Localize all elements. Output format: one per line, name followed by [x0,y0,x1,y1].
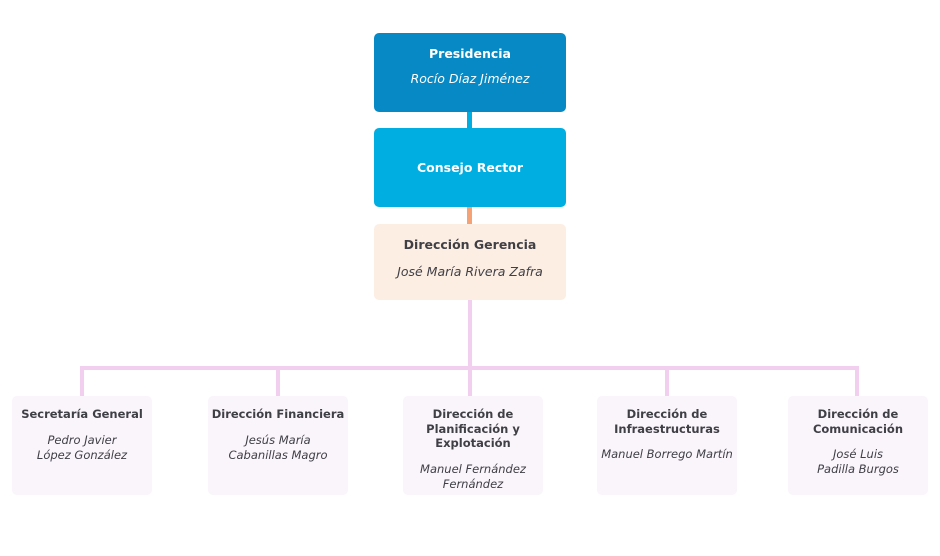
node-presidencia[interactable]: Presidencia Rocío Díaz Jiménez [374,33,566,112]
node-direccion-gerencia-title: Dirección Gerencia [403,237,537,252]
connector-drop-secretaria-general [80,366,84,396]
connector-drop-direccion-infraestructuras [665,366,669,396]
connector-consejo-to-gerencia [467,206,472,225]
node-presidencia-person: Rocío Díaz Jiménez [410,71,530,86]
node-direccion-infraestructuras[interactable]: Dirección de Infraestructuras Manuel Bor… [597,396,737,495]
node-direccion-comunicacion-title: Dirección de Comunicación [812,407,904,436]
node-direccion-infraestructuras-person: Manuel Borrego Martín [601,447,733,462]
node-direccion-financiera-title: Dirección Financiera [211,407,345,421]
node-secretaria-general-person: Pedro Javier López González [36,432,128,462]
node-direccion-financiera-person: Jesús María Cabanillas Magro [228,432,328,462]
node-presidencia-title: Presidencia [429,46,511,61]
node-consejo-rector-title: Consejo Rector [416,159,524,175]
node-direccion-comunicacion[interactable]: Dirección de Comunicación José Luis Padi… [788,396,928,495]
node-secretaria-general[interactable]: Secretaría General Pedro Javier López Go… [12,396,152,495]
node-direccion-gerencia[interactable]: Dirección Gerencia José María Rivera Zaf… [374,224,566,300]
connector-horizontal-bus [80,366,859,370]
connector-drop-direccion-comunicacion [855,366,859,396]
node-direccion-planificacion-explotacion[interactable]: Dirección de Planificación y Explotación… [403,396,543,495]
node-direccion-planificacion-explotacion-person: Manuel Fernández Fernández [420,462,526,492]
node-consejo-rector[interactable]: Consejo Rector [374,128,566,207]
connector-presidencia-to-consejo [467,111,472,129]
node-direccion-financiera[interactable]: Dirección Financiera Jesús María Cabanil… [208,396,348,495]
node-direccion-infraestructuras-title: Dirección de Infraestructuras [614,407,720,436]
node-direccion-planificacion-explotacion-title: Dirección de Planificación y Explotación [426,407,520,451]
node-direccion-gerencia-person: José María Rivera Zafra [397,264,543,279]
connector-drop-direccion-financiera [276,366,280,396]
node-direccion-comunicacion-person: José Luis Padilla Burgos [817,447,899,477]
connector-gerencia-trunk [468,300,472,396]
node-secretaria-general-title: Secretaría General [21,407,143,421]
